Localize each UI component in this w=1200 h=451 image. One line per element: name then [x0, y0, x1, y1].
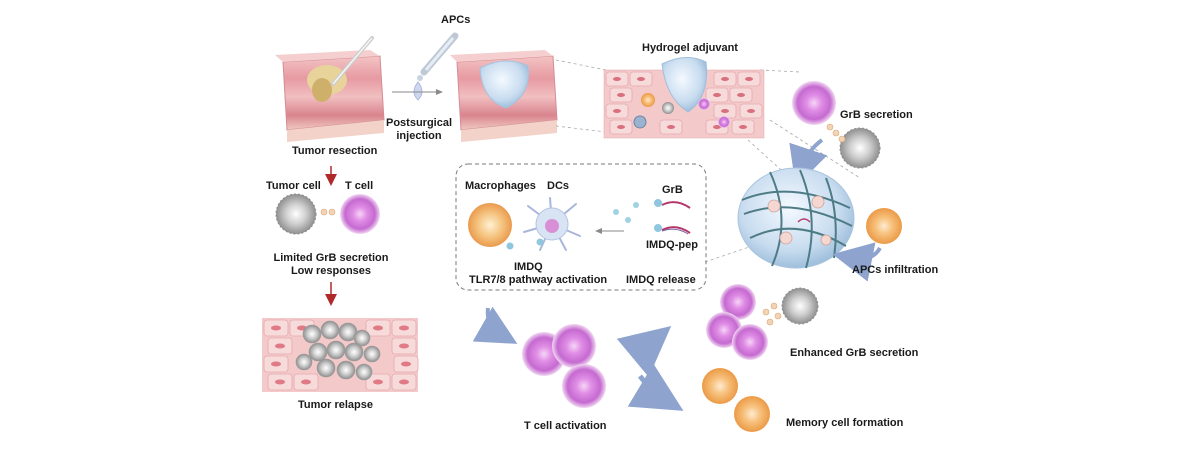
t-cell-left: [340, 194, 380, 234]
hydrogel-tissue-block: [450, 50, 558, 142]
label-injection: injection: [396, 130, 442, 142]
label-apcs-infiltration: APCs infiltration: [852, 264, 939, 276]
enhanced-t-cells: [706, 284, 768, 360]
grb-granules: [320, 208, 336, 216]
label-memory-cell: Memory cell formation: [786, 417, 904, 429]
tumor-relapse-tissue: [262, 318, 419, 392]
tumor-cell-left: [275, 193, 317, 235]
imdq-molecule: [536, 238, 544, 246]
label-imdq-pep: IMDQ-pep: [646, 239, 698, 251]
activated-t-cells: [522, 324, 606, 408]
imdq-release-box: [455, 163, 707, 291]
dendritic-cell: [523, 197, 581, 251]
macrophage-cell: [468, 203, 512, 247]
grb-granules: [762, 302, 782, 326]
flow-arrow: [789, 138, 828, 187]
cycle-arrow: [616, 325, 672, 378]
imdq-particles: [613, 202, 639, 223]
syringe-icon: [417, 32, 459, 81]
hydrogel-network: [737, 167, 855, 269]
label-grb-secretion: GrB secretion: [840, 109, 913, 121]
label-t-cell-activation: T cell activation: [524, 420, 607, 432]
label-limited-grb: Limited GrB secretion: [273, 252, 389, 264]
t-cell: [792, 81, 836, 125]
label-tumor-cell: Tumor cell: [266, 180, 321, 192]
imdq-peptide: [654, 224, 691, 235]
apc-droplet: [413, 81, 423, 101]
zoom-guide-lines: [555, 59, 861, 263]
tumor-resection-tissue: [275, 36, 385, 142]
label-t-cell: T cell: [345, 180, 374, 192]
label-postsurgical: Postsurgical: [385, 117, 453, 129]
label-grb: GrB: [662, 184, 683, 196]
grb-peptide: [654, 199, 691, 209]
flow-arrow: [472, 306, 518, 344]
label-macrophages: Macrophages: [465, 180, 536, 192]
cycle-arrow: [627, 363, 684, 411]
flow-arrow: [832, 242, 882, 282]
hydrogel-adjuvant-tissue: [603, 57, 765, 139]
label-low-responses: Low responses: [290, 265, 372, 277]
label-enhanced-grb: Enhanced GrB secretion: [790, 347, 919, 359]
label-imdq-release: IMDQ release: [626, 274, 696, 286]
label-tumor-relapse: Tumor relapse: [298, 399, 373, 411]
label-dcs: DCs: [547, 180, 570, 192]
imdq-molecule: [506, 242, 514, 250]
label-tumor-resection: Tumor resection: [292, 145, 378, 157]
label-tlr-pathway: TLR7/8 pathway activation: [469, 274, 608, 286]
tumor-cell: [839, 127, 881, 169]
label-imdq: IMDQ: [514, 261, 543, 273]
tumor-cell: [781, 287, 819, 325]
label-apcs: APCs: [441, 14, 471, 26]
memory-cells: [702, 368, 770, 432]
grb-granules: [826, 123, 846, 143]
label-hydrogel-adjuvant: Hydrogel adjuvant: [642, 42, 738, 54]
apc-cell: [866, 208, 902, 244]
